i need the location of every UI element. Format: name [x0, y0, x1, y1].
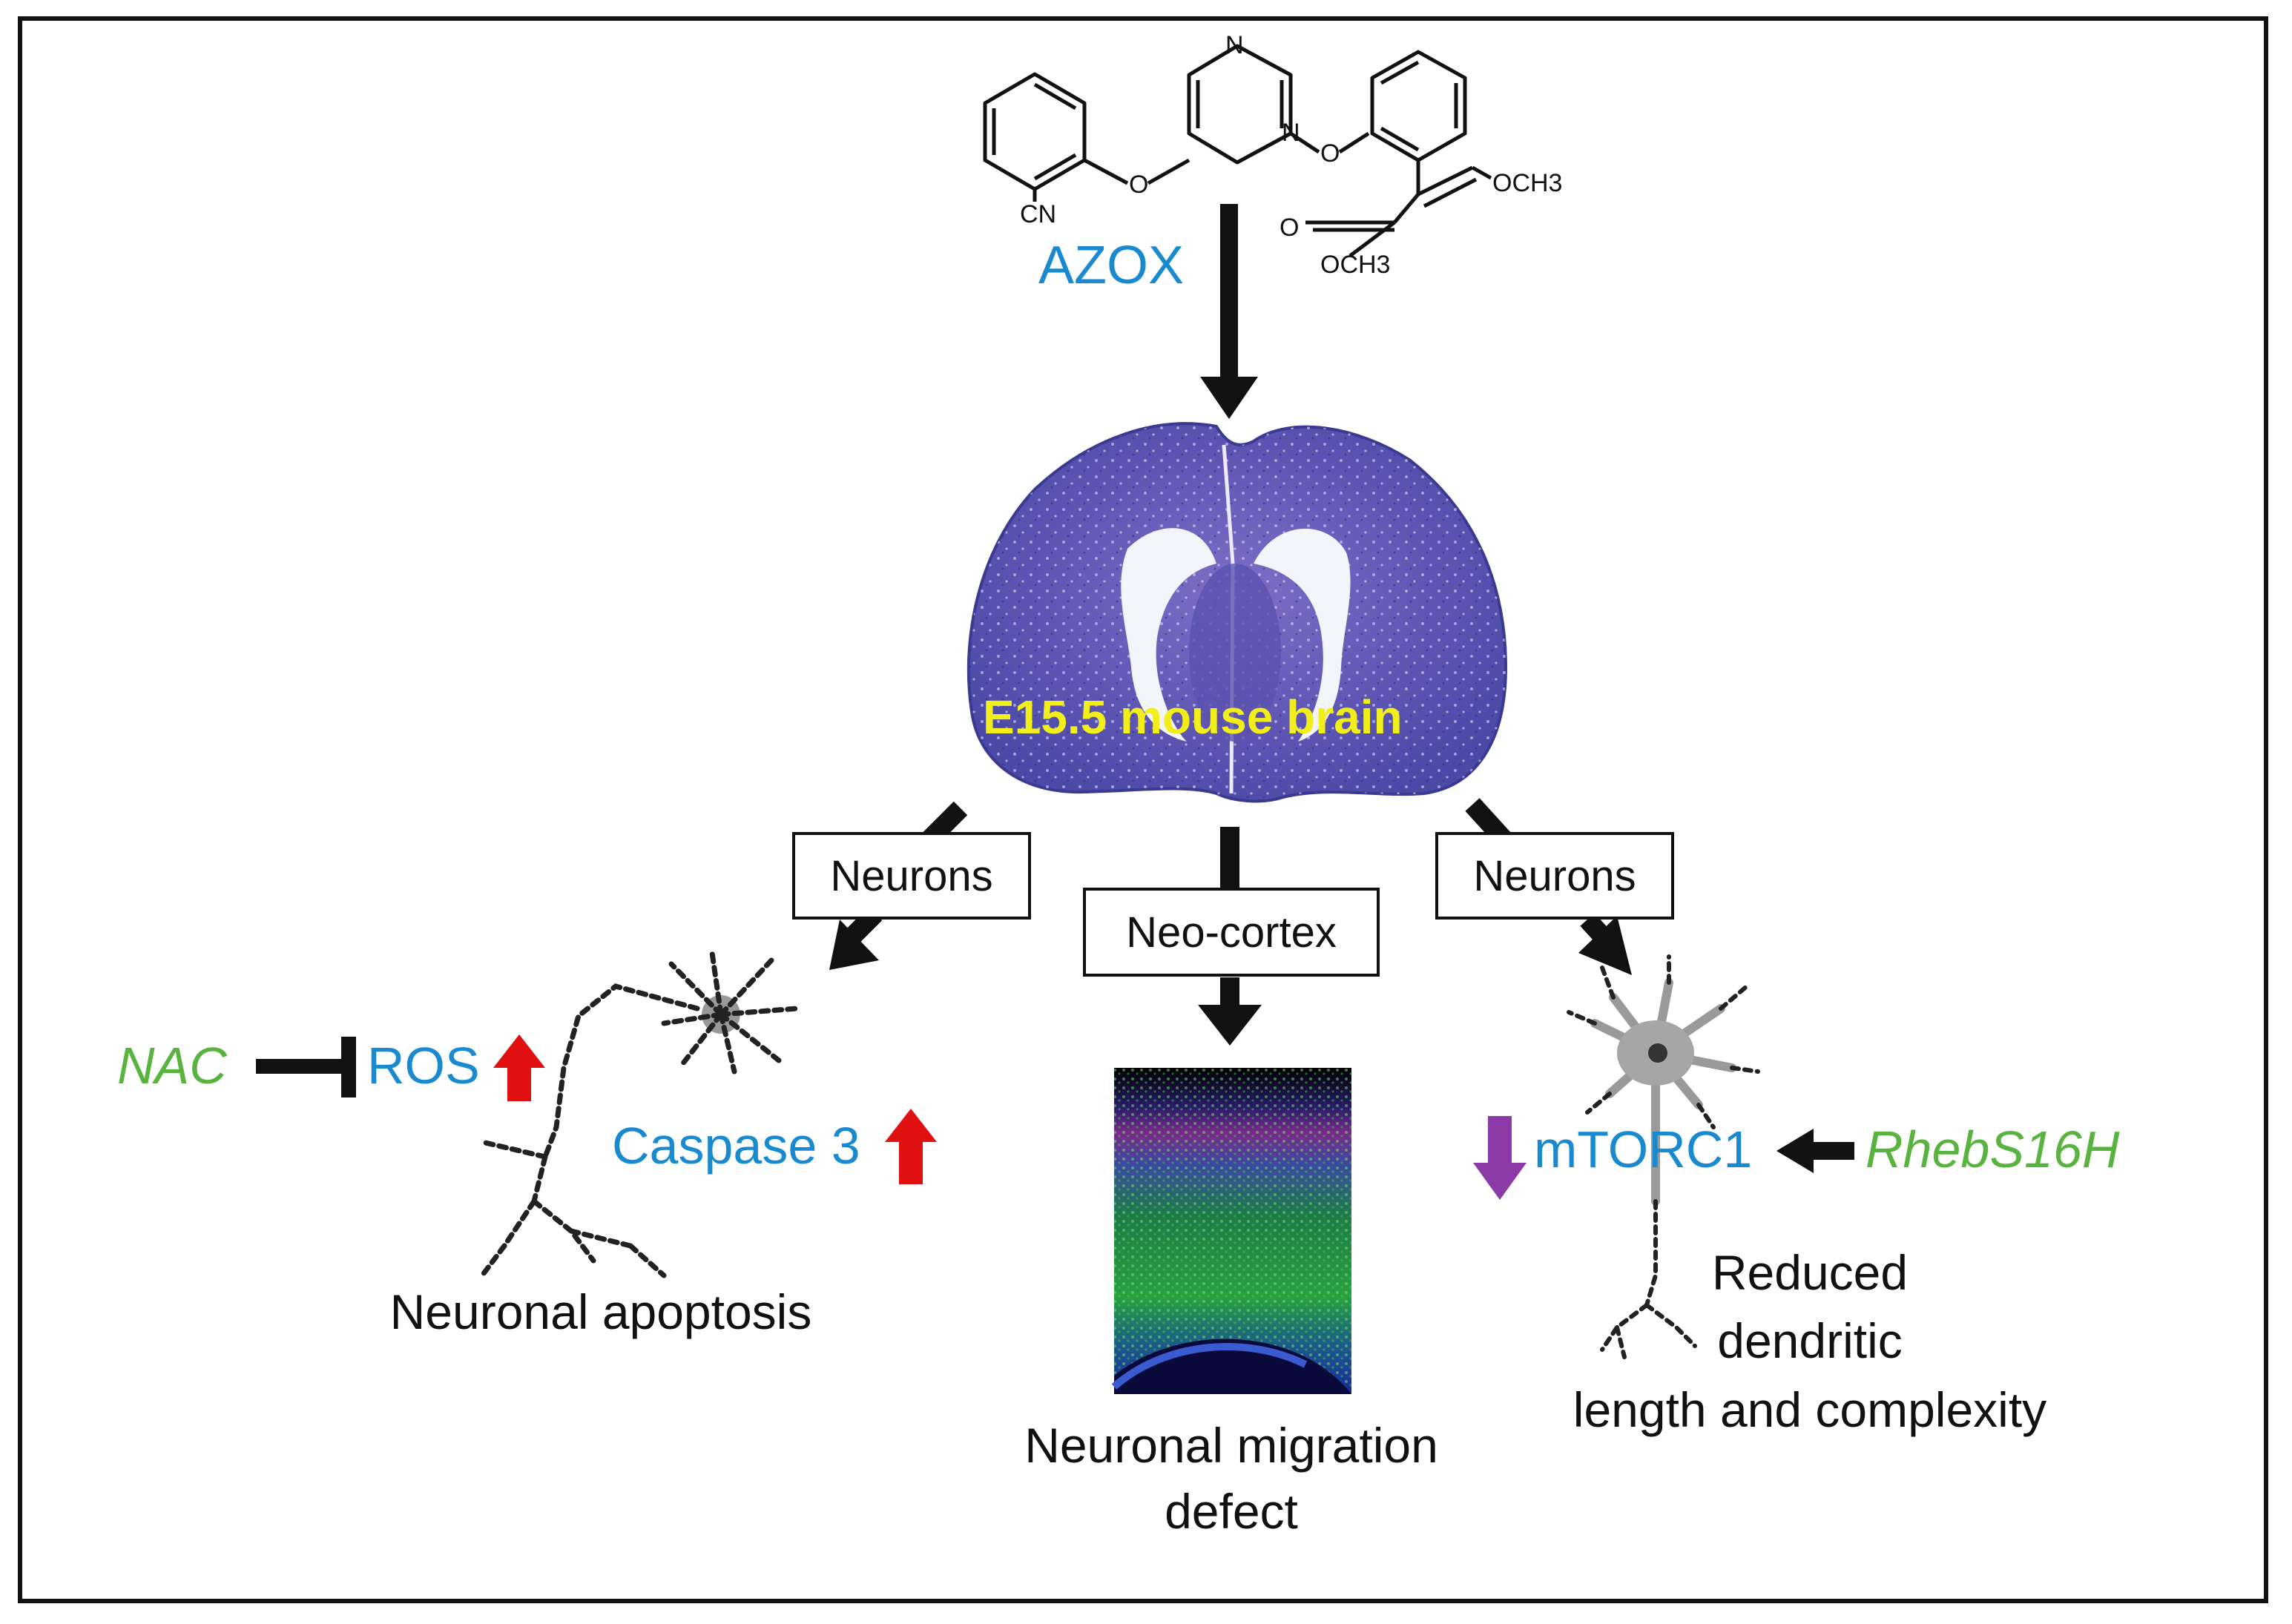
atom-o-right: O [1320, 139, 1340, 168]
caption-migration-line1: Neuronal migration [1024, 1418, 1438, 1473]
caption-dendritic-line2: dendritic [1717, 1313, 1903, 1369]
arrow-rheb-to-mtorc1 [1776, 1129, 1854, 1173]
box-neocortex: Neo-cortex [1083, 888, 1380, 977]
mtorc1-down-arrow [1473, 1116, 1527, 1200]
neocortex-image [1111, 1068, 1351, 1394]
atom-n-top: N [1225, 31, 1244, 59]
azoxystrobin-structure [983, 44, 1492, 257]
label-ros: ROS [367, 1037, 480, 1095]
label-brain: E15.5 mouse brain [983, 690, 1403, 744]
atom-och3-ester: OCH3 [1320, 251, 1390, 279]
label-caspase: Caspase 3 [612, 1117, 860, 1175]
right-benzene-ring [1370, 50, 1467, 162]
arrow-azox-to-brain [1200, 204, 1258, 419]
apoptotic-neuron-illustration [479, 950, 800, 1278]
atom-n-right: N [1282, 119, 1300, 147]
arrow-brain-to-center [1198, 827, 1262, 1046]
label-mtorc1: mTORC1 [1534, 1120, 1753, 1178]
box-neurons-right: Neurons [1435, 832, 1674, 920]
brain-section-image [966, 422, 1508, 803]
atom-o-carbonyl: O [1280, 214, 1299, 242]
ros-up-arrow [493, 1034, 545, 1101]
caption-apoptosis: Neuronal apoptosis [312, 1279, 890, 1345]
atom-och3-vinyl: OCH3 [1492, 169, 1562, 197]
box-neurons-left: Neurons [792, 832, 1031, 920]
caption-migration-line2: defect [1165, 1484, 1298, 1539]
label-rheb: RhebS16H [1865, 1120, 2120, 1178]
caption-dendritic-line3: length and complexity [1573, 1382, 2047, 1437]
atom-o-left: O [1129, 171, 1148, 199]
structure-atom-labels: CN O N N O O OCH3 OCH3 [1020, 31, 1562, 279]
caption-dendritic: Reduced dendritic length and complexity [1506, 1238, 2114, 1444]
caption-dendritic-line1: Reduced [1711, 1245, 1909, 1300]
caspase-up-arrow [885, 1109, 937, 1184]
left-benzene-ring [983, 72, 1087, 191]
caption-apoptosis-text: Neuronal apoptosis [389, 1284, 812, 1339]
caption-migration: Neuronal migration defect [927, 1413, 1535, 1545]
label-azox: AZOX [1038, 236, 1185, 295]
pyrimidine-ring [1187, 44, 1293, 165]
label-nac: NAC [117, 1037, 227, 1095]
nac-inhibits-ros [256, 1037, 356, 1097]
atom-cn: CN [1020, 200, 1056, 228]
neuron-illustration [1567, 954, 1760, 1359]
